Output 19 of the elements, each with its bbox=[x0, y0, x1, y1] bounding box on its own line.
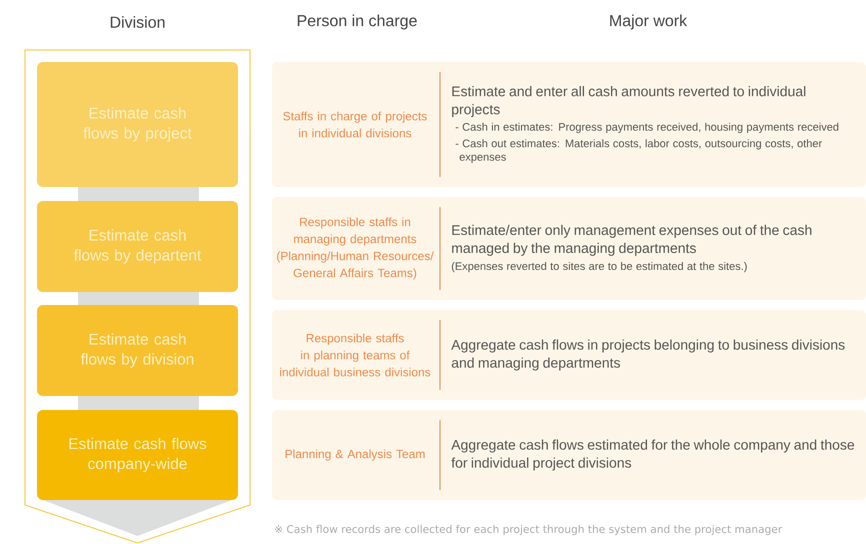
bullet-item: - Cash in estimates: Progress payments received, housing payments received bbox=[456, 122, 838, 133]
footnote-text: ※ Cash flow records are collected for each project through the system and the project manager bbox=[275, 524, 782, 536]
column-header: Major work bbox=[610, 14, 688, 30]
bullet-item: - Cash out estimates: Materials costs, labor costs, outsourcing costs, other expenses bbox=[456, 139, 822, 163]
person-text: Staffs in charge of projects in individual divisions bbox=[283, 112, 427, 138]
person-text: Planning & Analysis Team bbox=[286, 449, 425, 461]
step-box: Estimate cash flows company-wide bbox=[37, 410, 238, 500]
work-description: Aggregate cash flows in projects belonging to business divisions and managing departments bbox=[451, 339, 845, 371]
work-description: Aggregate cash flows estimated for the whole company and those for individual project divisions bbox=[451, 439, 854, 471]
column-header: Person in charge bbox=[298, 14, 417, 30]
person-text: Responsible staffs in planning teams of individual business divisions bbox=[280, 334, 430, 376]
work-description: Estimate and enter all cash amounts reverted to individual projects bbox=[452, 86, 806, 118]
column-header: Division bbox=[110, 16, 164, 28]
note-text: (Expenses reverted to sites are to be estimated at the sites.) bbox=[452, 262, 747, 272]
step-box: Estimate cash flows by project bbox=[37, 62, 238, 187]
person-text: Responsible staffs in managing departments (Planning/Human Resources/ General Affairs Teams) bbox=[277, 217, 434, 280]
work-description: Estimate/enter only management expenses out of the cash managed by the managing departments bbox=[452, 224, 812, 256]
step-box: Estimate cash flows by departent bbox=[37, 201, 238, 292]
step-box: Estimate cash flows by division bbox=[37, 305, 238, 396]
